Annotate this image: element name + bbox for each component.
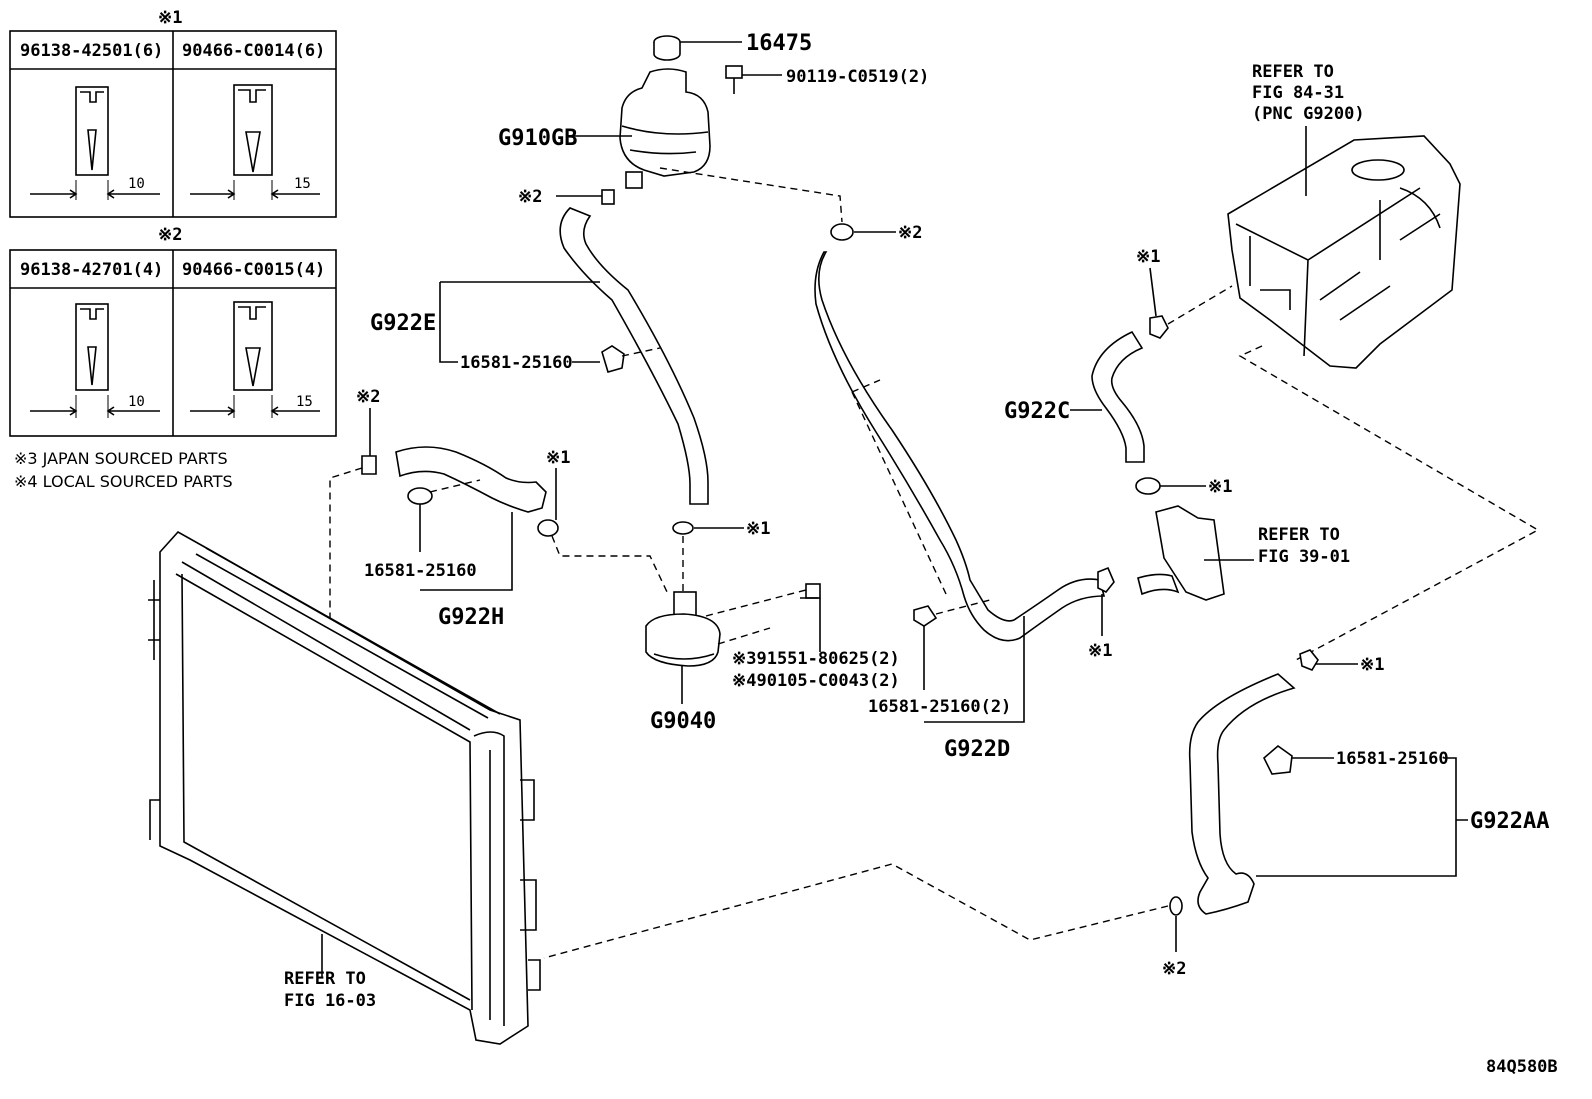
hose-g922e (559, 207, 709, 505)
callout-clip2-a: ※2 (518, 187, 542, 207)
clip-table-1-part-a: 96138-42501(6) (20, 41, 163, 61)
hose-g922aa (1188, 673, 1296, 915)
callout-hose-h: G922H (438, 605, 504, 630)
reservoir-tank-icon (619, 68, 711, 189)
refer-inverter-line2: FIG 84-31 (1252, 83, 1344, 103)
callout-clamp-e: 16581-25160 (460, 353, 573, 373)
clamp-icon (672, 521, 694, 535)
clip-icon (361, 455, 377, 475)
clip-table-2-mark: ※2 (158, 225, 182, 245)
inverter-assembly-icon (1227, 135, 1461, 369)
callout-hose-e: G922E (370, 311, 436, 336)
clamp-icon (1135, 477, 1161, 495)
callout-clip2-b: ※2 (898, 223, 922, 243)
refer-39-line2: FIG 39-01 (1258, 547, 1350, 567)
clip-icon (1169, 896, 1183, 916)
clamp-icon (830, 223, 854, 241)
note-japan-sourced: ※3 JAPAN SOURCED PARTS (14, 449, 228, 468)
callout-bolt-tank: 90119-C0519(2) (786, 67, 929, 87)
callout-cap: 16475 (746, 31, 812, 56)
clip-icon (1299, 649, 1319, 671)
refer-inverter-line3: (PNC G9200) (1252, 104, 1365, 124)
water-pump-icon (645, 591, 721, 667)
clamp-icon (407, 487, 433, 505)
hose-g922d (814, 251, 1106, 642)
callout-clip1-d: ※1 (1088, 641, 1112, 661)
clip-table-2-part-a: 96138-42701(4) (20, 260, 163, 280)
callout-clamp-aa: 16581-25160 (1336, 749, 1449, 769)
callout-pump: G9040 (650, 709, 716, 734)
clip-table-2: ※2 96138-42701(4) 90466-C0015(4) 10 15 (9, 225, 337, 437)
refer-radiator-line1: REFER TO (284, 969, 366, 989)
clip-table-2-part-b: 90466-C0015(4) (182, 260, 325, 280)
callout-bolt-pump-1: ※391551-80625(2) (732, 649, 900, 669)
callout-clip2-c: ※2 (356, 387, 380, 407)
clip-icon (1097, 566, 1115, 594)
callout-hose-c: G922C (1004, 399, 1070, 424)
callout-clip1-aa: ※1 (1360, 655, 1384, 675)
cooler-bracket-icon (1137, 505, 1225, 601)
clip-table-1-dim-a: 10 (128, 176, 145, 192)
callout-clip1-a: ※1 (546, 448, 570, 468)
diagram-id: 84Q580B (1486, 1057, 1558, 1077)
note-local-sourced: ※4 LOCAL SOURCED PARTS (14, 472, 233, 491)
callout-tank: G910GB (498, 126, 577, 151)
clamp-icon (913, 605, 938, 627)
pump-bolt-icon (800, 583, 821, 599)
clip-table-1-part-b: 90466-C0014(6) (182, 41, 325, 61)
clip-table-1: ※1 96138-42501(6) 90466-C0014(6) 10 15 (9, 8, 337, 218)
clamp-icon (537, 519, 559, 537)
refer-inverter-line1: REFER TO (1252, 62, 1334, 82)
clip-icon (1149, 315, 1169, 339)
callout-bolt-pump-2: ※490105-C0043(2) (732, 671, 900, 691)
callout-clamp-h: 16581-25160 (364, 561, 477, 581)
clip-table-2-dim-a: 10 (128, 394, 145, 410)
clip-icon (190, 301, 320, 418)
clamp-icon (1263, 744, 1293, 775)
clamp-icon (601, 345, 625, 373)
clip-icon (601, 189, 615, 205)
radiator-icon (148, 530, 541, 1045)
clip-table-1-mark: ※1 (158, 8, 182, 28)
callout-clip1-pump: ※1 (746, 519, 770, 539)
callout-clamp-d: 16581-25160(2) (868, 697, 1011, 717)
callout-clip1-c-bot: ※1 (1208, 477, 1232, 497)
callout-hose-aa: G922AA (1470, 809, 1549, 834)
clip-table-1-dim-b: 15 (294, 176, 311, 192)
clip-icon (30, 303, 160, 418)
hose-g922h (395, 446, 547, 513)
refer-radiator-line2: FIG 16-03 (284, 991, 376, 1011)
callout-clip1-c-top: ※1 (1136, 247, 1160, 267)
clip-icon (30, 86, 160, 200)
hose-g922c (1091, 330, 1145, 463)
callout-hose-d: G922D (944, 737, 1010, 762)
refer-39-line1: REFER TO (1258, 525, 1340, 545)
tank-bolt-icon (725, 65, 743, 94)
reservoir-cap-icon (653, 35, 681, 61)
clip-table-2-dim-b: 15 (296, 394, 313, 410)
callout-clip2-aa: ※2 (1162, 959, 1186, 979)
clip-icon (190, 84, 320, 200)
